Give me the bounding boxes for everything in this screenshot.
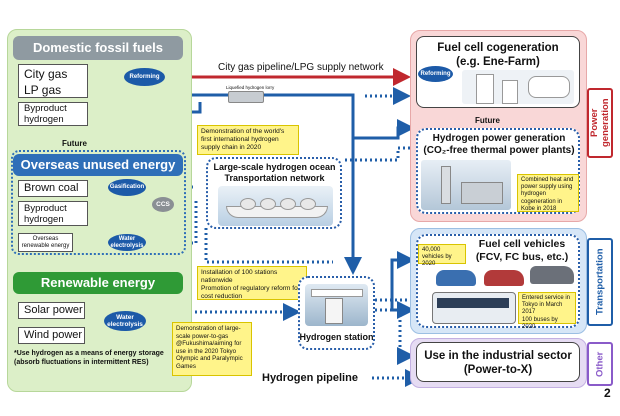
wind-power-box: Wind power [18, 327, 85, 344]
station-callout: Installation of 100 stations nationwide … [197, 266, 307, 300]
side-label-other: Other [587, 342, 613, 386]
station-callout-1: Installation of 100 stations nationwide [201, 269, 278, 284]
p2g-callout: Demonstration of large-scale power-to-ga… [172, 322, 252, 376]
cogen-title-1: Fuel cell cogeneration [437, 42, 559, 54]
enefarm-image [462, 70, 574, 104]
reforming-oval-right: Reforming [418, 66, 453, 82]
vehicle-callout-2b: 100 buses by 2020 [522, 316, 558, 330]
vehicle-title-2: (FCV, FC bus, etc.) [475, 250, 569, 263]
vehicle-callout-1: 40,000 vehicles by 2020 [418, 244, 466, 267]
renewable-note: *Use hydrogen as a means of energy stora… [14, 350, 164, 366]
page-number: 2 [604, 386, 611, 400]
industrial-box: Use in the industrial sector (Power-to-X… [416, 342, 580, 382]
overseas-electrolysis-oval: Water electrolysis [108, 234, 146, 251]
overseas-dotted-frame [11, 150, 186, 255]
city-lp-gas-box: City gas LP gas [18, 64, 88, 98]
future-label-left: Future [62, 139, 87, 148]
side-label-transport: Transportation [587, 238, 613, 326]
power-gen-title-2: (CO₂-free thermal power plants) [423, 145, 575, 156]
station-callout-2: Promotion of regulatory reform for cost … [201, 285, 300, 300]
lp-gas-label: LP gas [24, 83, 62, 97]
lorry-label: Liquefied hydrogen lorry [226, 85, 275, 90]
vehicle-title: Fuel cell vehicles (FCV, FC bus, etc.) [464, 238, 580, 263]
fcv-car-icon-2 [484, 270, 524, 286]
solar-power-box: Solar power [18, 302, 85, 319]
side-label-power: Power generation [587, 88, 613, 158]
overseas-byproduct-box: Byproduct hydrogen [18, 201, 88, 226]
dotted-pipeline-industry [375, 308, 415, 365]
legend-label: Hydrogen pipeline [262, 372, 358, 384]
overseas-header: Overseas unused energy [13, 154, 183, 176]
city-gas-label: City gas [24, 67, 68, 81]
industrial-title-2: (Power-to-X) [463, 364, 533, 376]
dotted-pipeline-power [345, 146, 412, 162]
power-gen-callout: Combined heat and power supply using hyd… [517, 174, 579, 212]
power-gen-title-1: Hydrogen power generation [432, 133, 566, 144]
overseas-renewable-box: Overseas renewable energy [18, 233, 73, 252]
power-plant-image [421, 160, 511, 210]
domestic-header: Domestic fossil fuels [13, 36, 183, 60]
brown-coal-box: Brown coal [18, 180, 88, 197]
hydrogen-station-title: Hydrogen station [299, 332, 374, 342]
domestic-byproduct-box: Byproduct hydrogen [18, 102, 88, 126]
cogen-future-label: Future [475, 116, 500, 125]
ccs-oval: CCS [152, 197, 174, 212]
power-gen-title: Hydrogen power generation (CO₂-free ther… [420, 133, 578, 157]
ocean-callout: Demonstration of the world's first inter… [197, 125, 299, 155]
lorry-icon [228, 91, 264, 103]
station-image [305, 284, 368, 326]
renewable-header: Renewable energy [13, 272, 183, 294]
fcv-car-icon-1 [436, 270, 476, 286]
renewable-electrolysis-oval: Water electrolysis [104, 311, 146, 331]
industrial-title-1: Use in the industrial sector [424, 350, 572, 362]
cogen-title-2: (e.g. Ene-Farm) [456, 56, 540, 68]
vehicle-callout-2: Entered service in Tokyo in March 2017 1… [518, 292, 576, 330]
pipeline-label: City gas pipeline/LPG supply network [218, 62, 384, 73]
gasification-oval: Gasification [108, 179, 146, 196]
ship-image [218, 186, 333, 226]
dotted-pipeline-ocean [204, 228, 333, 264]
fc-bus-icon [432, 292, 516, 324]
vehicle-callout-2a: Entered service in Tokyo in March 2017 [522, 295, 571, 316]
vehicle-title-1: Fuel cell vehicles [478, 238, 566, 250]
to-vehicle-arrow [390, 251, 415, 290]
fcv-car-icon-3 [530, 266, 574, 284]
reforming-oval-left: Reforming [124, 68, 165, 86]
to-power-arrow [353, 119, 415, 140]
ocean-network-title: Large-scale hydrogen ocean Transportatio… [213, 162, 336, 183]
